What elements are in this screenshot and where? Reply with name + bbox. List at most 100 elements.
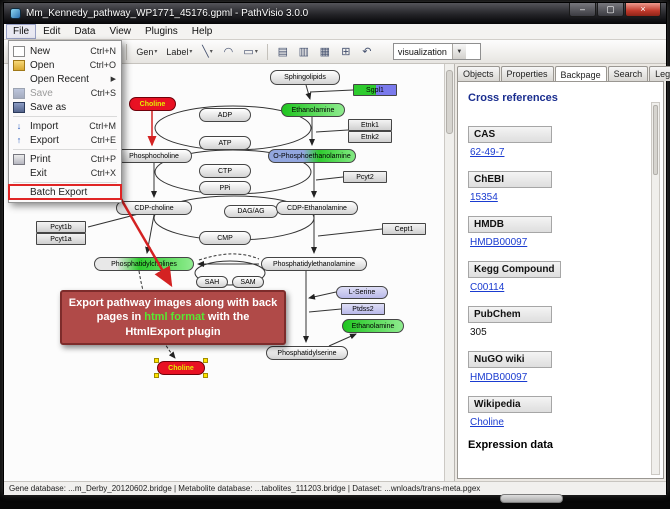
pathway-node-ethanolamine[interactable]: Ethanolamine <box>281 103 345 117</box>
arc-tool-icon[interactable]: ◠ <box>219 43 237 61</box>
pathway-node-etnk2[interactable]: Etnk2 <box>348 131 392 143</box>
pathway-node-choline[interactable]: Choline <box>154 358 208 378</box>
pathway-node-sgpl1[interactable]: Sgpl1 <box>353 84 397 96</box>
close-button[interactable]: × <box>625 3 661 17</box>
save-as-icon <box>13 101 25 113</box>
pathway-node-dag-ag[interactable]: DAG/AG <box>224 205 278 218</box>
menubar: File Edit Data View Plugins Help <box>4 24 666 40</box>
grid-icon-glyph: ⊞ <box>341 46 351 58</box>
pathway-node-o-phosphoethanolamine[interactable]: O-Phosphoethanolamine <box>268 149 356 163</box>
annotation-line2-before: pages in <box>96 311 145 324</box>
pathway-node-cdp-choline[interactable]: CDP-choline <box>116 201 192 215</box>
pathway-node-cept1[interactable]: Cept1 <box>382 223 426 235</box>
tab-properties[interactable]: Properties <box>500 66 554 81</box>
sidebar-vertical-scrollbar[interactable] <box>651 102 660 475</box>
label-tool-button[interactable]: Label▾ <box>163 43 195 61</box>
cross-reference-link[interactable]: 15354 <box>470 192 498 203</box>
tab-legend[interactable]: Legend <box>649 66 670 81</box>
gene-tool-button[interactable]: Gen▾ <box>133 43 160 61</box>
pathway-node-pcyt1b[interactable]: Pcyt1b <box>36 221 86 233</box>
tab-search[interactable]: Search <box>607 66 649 81</box>
pathway-node-pcyt1a[interactable]: Pcyt1a <box>36 233 86 245</box>
pathway-node-ethanolamine[interactable]: Ethanolamine <box>342 319 404 333</box>
menu-item-batch-export[interactable]: Batch Export <box>8 184 122 200</box>
pathway-node-sam[interactable]: SAM <box>232 276 264 288</box>
pathway-node-adp[interactable]: ADP <box>199 108 251 122</box>
selection-handle[interactable] <box>203 373 208 378</box>
visualization-combobox[interactable]: visualization ▼ <box>392 43 481 60</box>
pathway-node-sah[interactable]: SAH <box>196 276 228 288</box>
pathway-node-ppi[interactable]: PPi <box>199 181 251 195</box>
chevron-down-icon: ▾ <box>209 49 213 55</box>
selection-handle[interactable] <box>154 373 159 378</box>
canvas-vertical-scrollbar[interactable] <box>444 64 454 481</box>
sidebar-tabs: ObjectsPropertiesBackpageSearchLegend <box>455 64 670 81</box>
cross-reference-link[interactable]: Choline <box>470 417 504 428</box>
shape-tool-icon[interactable]: ▭▾ <box>240 43 260 61</box>
tool-buttons-group: Gen▾Label▾╲▾◠▭▾ <box>133 43 261 61</box>
pathway-node-sphingolipids[interactable]: Sphingolipids <box>270 70 340 85</box>
minimize-button[interactable]: – <box>569 3 596 17</box>
shape-tool-icon-glyph: ▭ <box>243 46 254 58</box>
scrollbar-thumb[interactable] <box>446 70 453 134</box>
menubar-item-data[interactable]: Data <box>74 26 96 37</box>
maximize-button[interactable]: ▢ <box>597 3 624 17</box>
pathway-node-pcyt2[interactable]: Pcyt2 <box>343 171 387 183</box>
menubar-item-view[interactable]: View <box>109 26 131 37</box>
cross-reference-link[interactable]: C00114 <box>470 282 505 293</box>
pathway-node-l-serine[interactable]: L-Serine <box>336 286 388 299</box>
menubar-item-plugins[interactable]: Plugins <box>144 26 178 37</box>
titlebar[interactable]: Mm_Kennedy_pathway_WP1771_45176.gpml - P… <box>4 3 666 24</box>
menubar-item-file[interactable]: File <box>6 24 37 39</box>
section-header: Wikipedia <box>468 396 552 413</box>
pathway-node-phosphatidylserine[interactable]: Phosphatidylserine <box>266 346 348 360</box>
submenu-arrow-icon: ▶ <box>110 76 116 83</box>
pathway-node-phosphatidylcholines[interactable]: Phosphatidylcholines <box>94 257 194 271</box>
print-icon <box>13 153 25 165</box>
selection-handle[interactable] <box>203 358 208 363</box>
menubar-item-help[interactable]: Help <box>191 26 213 37</box>
pathway-node-ptdss2[interactable]: Ptdss2 <box>341 303 385 315</box>
grid-icon[interactable]: ⊞ <box>337 43 355 61</box>
align-center-icon[interactable]: ▥ <box>295 43 313 61</box>
menu-item-shortcut: Ctrl+E <box>90 135 116 145</box>
pathway-node-cmp[interactable]: CMP <box>199 231 251 245</box>
pathway-node-cdp-ethanolamine[interactable]: CDP-Ethanolamine <box>276 201 358 215</box>
menu-item-shortcut: Ctrl+N <box>90 46 116 56</box>
menubar-item-edit[interactable]: Edit <box>43 26 61 37</box>
annotation-line1: Export pathway images along with back <box>68 297 278 309</box>
menu-icon-spacer <box>13 74 25 85</box>
align-left-icon-glyph: ▤ <box>277 46 289 58</box>
tab-backpage[interactable]: Backpage <box>554 66 607 81</box>
scrollbar-thumb[interactable] <box>653 105 658 175</box>
pathway-node-phosphatidylethanolamine[interactable]: Phosphatidylethanolamine <box>261 257 367 271</box>
pathway-node-ctp[interactable]: CTP <box>199 164 251 178</box>
line-tool-icon[interactable]: ╲▾ <box>198 43 216 61</box>
distribute-icon[interactable]: ▦ <box>316 43 334 61</box>
pathway-node-choline[interactable]: Choline <box>129 97 176 111</box>
pathway-node-phosphocholine[interactable]: Phosphocholine <box>116 149 192 163</box>
align-left-icon[interactable]: ▤ <box>274 43 292 61</box>
cross-reference-link[interactable]: 62-49-7 <box>470 147 505 158</box>
pathway-node-etnk1[interactable]: Etnk1 <box>348 119 392 131</box>
cross-reference-link[interactable]: HMDB00097 <box>470 372 528 383</box>
menu-item-open-recent[interactable]: Open Recent▶ <box>9 72 121 86</box>
chevron-down-icon[interactable]: ▼ <box>451 44 466 59</box>
section-header: ChEBI <box>468 171 552 188</box>
horizontal-scrollbar-thumb[interactable] <box>500 494 563 503</box>
tab-objects[interactable]: Objects <box>457 66 500 81</box>
pathway-node-atp[interactable]: ATP <box>199 136 251 150</box>
menu-item-save-as[interactable]: Save as <box>9 100 121 114</box>
selection-handle[interactable] <box>154 358 159 363</box>
cross-reference-link[interactable]: HMDB00097 <box>470 237 528 248</box>
undo-icon[interactable]: ↶ <box>358 43 376 61</box>
